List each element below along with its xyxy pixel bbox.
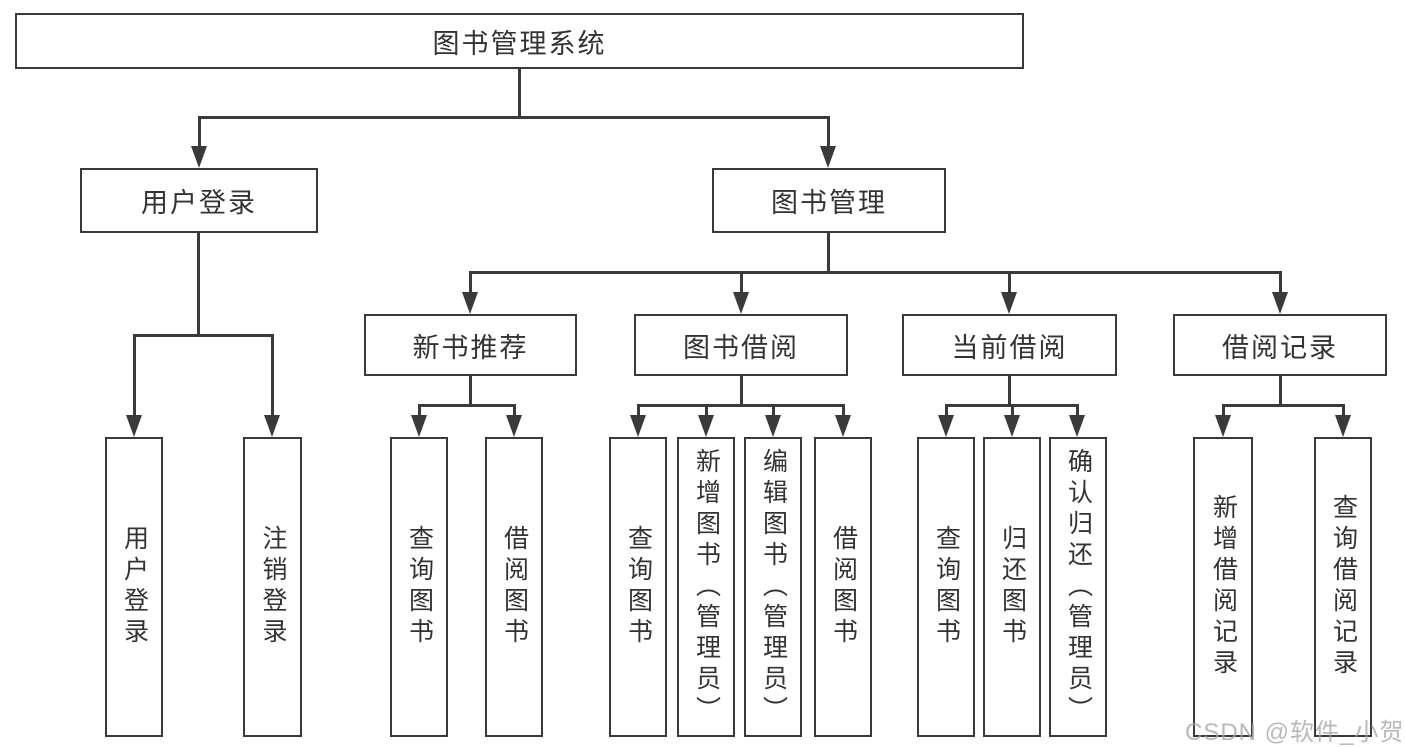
leaf-bb-query-books: 查询图书 [609, 437, 667, 737]
connector-br-stem [1279, 376, 1282, 407]
leaf-cb-confirm-return-admin: 确认归还（管理员） [1049, 437, 1107, 737]
connector-cb-drop-2 [1011, 404, 1014, 416]
connector-to-leaf-logout [271, 334, 274, 416]
node-user-login: 用户登录 [80, 168, 318, 233]
leaf-nb-borrow-books: 借阅图书 [485, 437, 543, 737]
arrowhead-book-borrow [733, 292, 749, 314]
connector-user-login-tee [133, 334, 274, 337]
connector-root-tee [198, 116, 830, 119]
connector-cb-drop-1 [945, 404, 948, 416]
leaf-cb-query-books: 查询图书 [917, 437, 975, 737]
node-borrow-records: 借阅记录 [1173, 314, 1387, 376]
node-book-management: 图书管理 [712, 168, 946, 233]
arrowhead-leaf-logout [264, 415, 280, 437]
arrowhead-bb-edit-book [765, 415, 781, 437]
connector-nb-drop-1 [418, 404, 421, 416]
connector-nb-tee [418, 404, 516, 407]
arrowhead-br-query-record [1335, 415, 1351, 437]
connector-br-tee [1222, 404, 1344, 407]
node-new-book-recommend: 新书推荐 [364, 314, 577, 376]
connector-root-stem [518, 68, 521, 119]
arrowhead-bb-borrow-books [835, 415, 851, 437]
leaf-bb-edit-book-admin: 编辑图书（管理员） [744, 437, 802, 737]
connector-user-login-stem [197, 233, 200, 337]
arrowhead-cb-return-books [1004, 415, 1020, 437]
leaf-br-add-record: 新增借阅记录 [1193, 437, 1253, 737]
connector-bb-drop-2 [705, 404, 708, 416]
connector-to-borrow-records [1279, 271, 1282, 293]
connector-cb-stem [1008, 376, 1011, 407]
arrowhead-user-login [191, 146, 207, 168]
connector-to-new-book-recommend [469, 271, 472, 293]
leaf-br-query-record: 查询借阅记录 [1314, 437, 1372, 737]
arrowhead-book-management [820, 146, 836, 168]
arrowhead-new-book-recommend [462, 292, 478, 314]
arrowhead-cb-query-books [938, 415, 954, 437]
connector-to-user-login [198, 116, 201, 148]
connector-bb-tee [637, 404, 845, 407]
node-current-borrow: 当前借阅 [902, 314, 1117, 376]
arrowhead-nb-borrow-books [506, 415, 522, 437]
connector-bb-drop-4 [842, 404, 845, 416]
connector-to-current-borrow [1008, 271, 1011, 293]
leaf-nb-query-books: 查询图书 [390, 437, 448, 737]
connector-to-leaf-user-login [133, 334, 136, 416]
arrowhead-leaf-user-login [126, 415, 142, 437]
arrowhead-current-borrow [1001, 292, 1017, 314]
connector-br-drop-2 [1342, 404, 1345, 416]
leaf-user-login: 用户登录 [105, 437, 163, 737]
leaf-bb-add-book-admin: 新增图书（管理员） [677, 437, 735, 737]
connector-br-drop-1 [1222, 404, 1225, 416]
arrowhead-bb-query-books [630, 415, 646, 437]
node-book-borrow: 图书借阅 [634, 314, 848, 376]
arrowhead-bb-add-book [698, 415, 714, 437]
connector-bb-drop-3 [772, 404, 775, 416]
connector-bb-drop-1 [637, 404, 640, 416]
arrowhead-nb-query-books [411, 415, 427, 437]
arrowhead-borrow-records [1272, 292, 1288, 314]
leaf-logout: 注销登录 [243, 437, 302, 737]
connector-book-management-stem [827, 233, 830, 274]
leaf-bb-borrow-books: 借阅图书 [814, 437, 872, 737]
arrowhead-cb-confirm-return [1069, 415, 1085, 437]
connector-book-management-tee [469, 271, 1282, 274]
leaf-cb-return-books: 归还图书 [983, 437, 1041, 737]
connector-to-book-management [827, 116, 830, 148]
node-library-management-system: 图书管理系统 [15, 13, 1024, 69]
arrowhead-br-add-record [1215, 415, 1231, 437]
connector-to-book-borrow [740, 271, 743, 293]
connector-nb-stem [469, 376, 472, 407]
connector-bb-stem [740, 376, 743, 407]
connector-nb-drop-2 [513, 404, 516, 416]
csdn-watermark: CSDN @软件_小贺同学 [1185, 719, 1405, 746]
connector-cb-drop-3 [1076, 404, 1079, 416]
